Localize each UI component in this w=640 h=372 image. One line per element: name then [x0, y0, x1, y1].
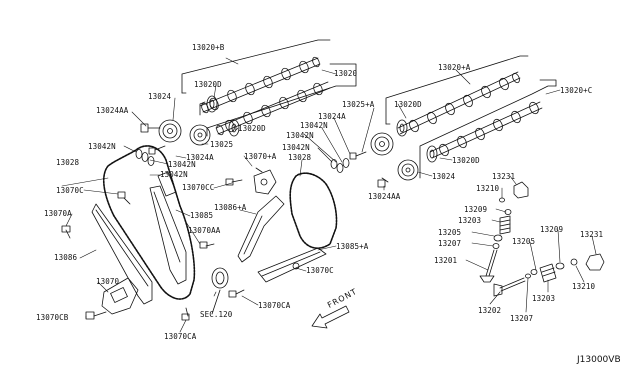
- label-13085: 13085: [190, 211, 214, 220]
- label-13203-right: 13203: [532, 294, 556, 303]
- left-chain-guides: [91, 171, 187, 305]
- label-13020B: 13020+B: [192, 43, 225, 52]
- label-13025: 13025: [210, 140, 234, 149]
- tensioner-13070A-upper: [253, 167, 277, 195]
- label-13024A-right: 13024A: [318, 112, 346, 121]
- label-13210-right: 13210: [572, 282, 596, 291]
- label-13020D-right-lower: 13020D: [452, 156, 480, 165]
- label-13042N-right-b: 13042N: [286, 131, 314, 140]
- label-13207-left: 13207: [438, 239, 462, 248]
- label-13024-right: 13024: [432, 172, 456, 181]
- label-13042N-left-a: 13042N: [88, 142, 116, 151]
- label-13024A-left: 13024A: [186, 153, 214, 162]
- right-upper-camshaft: [397, 71, 521, 135]
- label-13070CB: 13070CB: [36, 313, 69, 322]
- label-13020: 13020: [334, 69, 358, 78]
- valve-train-left-group: [479, 181, 529, 283]
- label-13070A-upper: 13070+A: [244, 152, 277, 161]
- label-13209-left: 13209: [464, 205, 488, 214]
- left-camshaft-bracket: [181, 39, 357, 137]
- label-13205-right: 13205: [512, 237, 536, 246]
- valve-train-right-group: [493, 253, 605, 297]
- left-small-bolts: [61, 178, 245, 321]
- label-13070AA: 13070AA: [188, 226, 221, 235]
- left-upper-camshaft: [199, 56, 321, 114]
- label-13042N-left-c: 13042N: [160, 170, 188, 179]
- label-13024AA-left: 13024AA: [96, 106, 129, 115]
- label-13070CA-right: 13070CA: [258, 301, 291, 310]
- front-arrow-graphic: [311, 305, 350, 329]
- label-13205-left: 13205: [438, 228, 462, 237]
- label-13207-right: 13207: [510, 314, 534, 323]
- label-13024-left: 13024: [148, 92, 172, 101]
- left-timing-chain: [102, 145, 196, 300]
- label-13042N-right-a: 13042N: [300, 121, 328, 130]
- label-13070A-left: 13070A: [44, 209, 72, 218]
- right-timing-chain: [289, 172, 338, 249]
- label-13070C-right: 13070C: [306, 266, 334, 275]
- label-13024AA-right: 13024AA: [368, 192, 401, 201]
- right-small-parts: [330, 151, 367, 173]
- label-13025A: 13025+A: [342, 100, 375, 109]
- diagram-code: J13000VB: [577, 355, 621, 365]
- crank-sprocket: [211, 267, 229, 315]
- label-13020D-left-upper: 13020D: [194, 80, 222, 89]
- label-13202: 13202: [478, 306, 502, 315]
- label-13020C: 13020+C: [560, 86, 593, 95]
- label-13231-right: 13231: [580, 230, 604, 239]
- label-13070CA-bottom: 13070CA: [164, 332, 197, 341]
- label-13028-right: 13028: [288, 153, 312, 162]
- label-sec120: SEC.120: [200, 310, 233, 319]
- label-13086: 13086: [54, 253, 78, 262]
- left-bolts-seals: [135, 123, 166, 166]
- label-13231-left: 13231: [492, 172, 516, 181]
- label-13070CC: 13070CC: [182, 183, 215, 192]
- label-13209-right: 13209: [540, 225, 564, 234]
- label-13201: 13201: [434, 256, 458, 265]
- right-cam-sprockets: [370, 119, 438, 188]
- label-13203-left: 13203: [458, 216, 482, 225]
- left-cam-sprockets: [158, 95, 240, 146]
- label-13042N-left-b: 13042N: [168, 160, 196, 169]
- right-chain-guides: [237, 195, 327, 283]
- label-13210-left: 13210: [476, 184, 500, 193]
- label-13070C-left: 13070C: [56, 186, 84, 195]
- leader-lines: [61, 57, 597, 333]
- label-13070: 13070: [96, 277, 120, 286]
- label-13086A: 13086+A: [214, 203, 247, 212]
- right-camshaft-bracket: [385, 55, 557, 179]
- label-13020A: 13020+A: [438, 63, 471, 72]
- label-13020D-left-lower: 13020D: [238, 124, 266, 133]
- right-lower-camshaft: [429, 101, 543, 159]
- label-13020D-right-upper: 13020D: [394, 100, 422, 109]
- label-13042N-right-c: 13042N: [282, 143, 310, 152]
- label-13085A: 13085+A: [336, 242, 369, 251]
- label-13028-left: 13028: [56, 158, 80, 167]
- left-chain-tensioner: [85, 277, 139, 320]
